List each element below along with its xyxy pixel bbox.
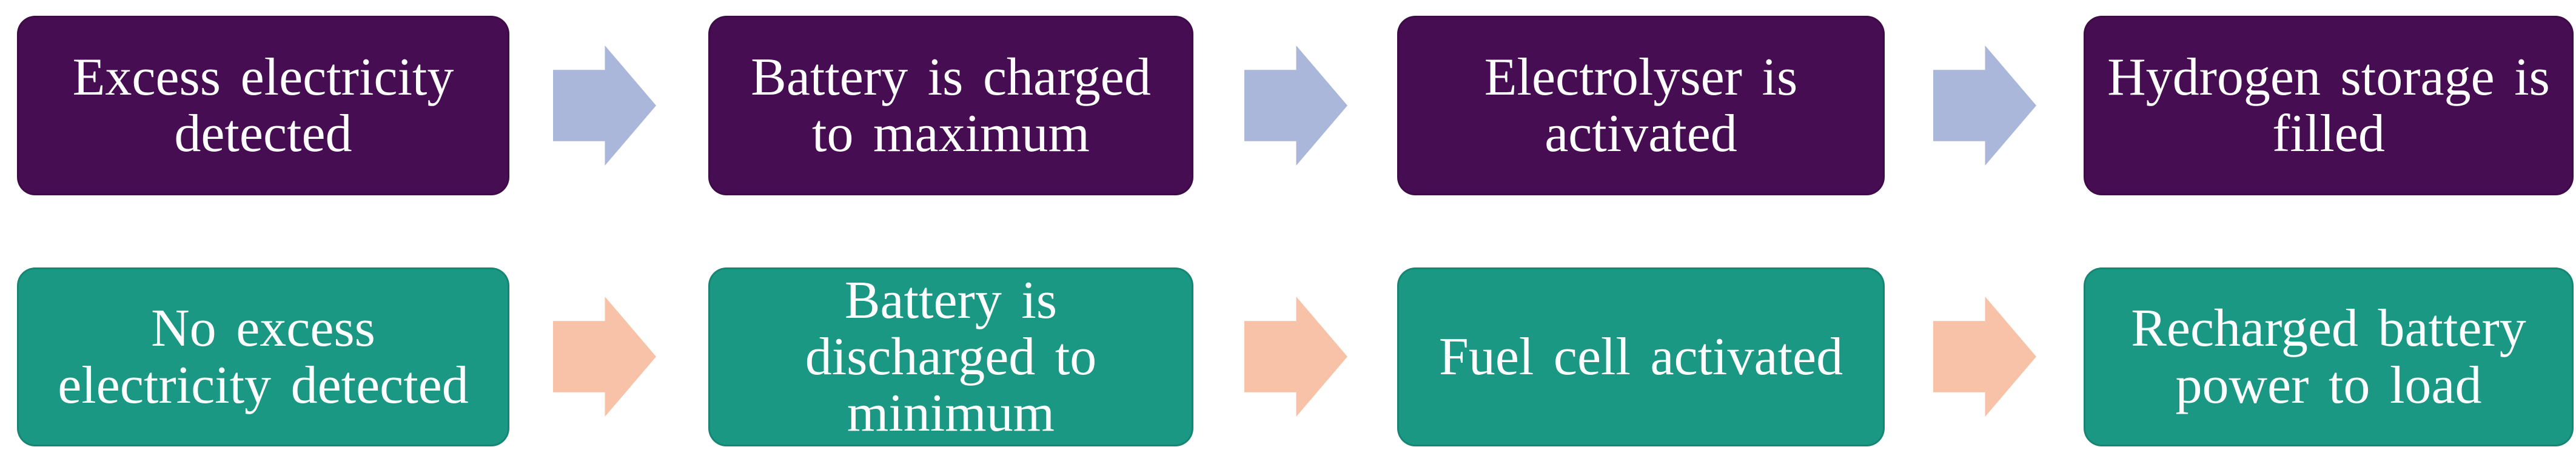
step-label: Fuel cell activated [1438,327,1843,386]
step-label: Recharged battery power to load [2131,299,2526,415]
step-box-battery-discharged-to-minimum: Battery is discharged to minimum [708,267,1193,446]
step-label: Battery is discharged to minimum [805,271,1097,443]
arrow-right-icon [1244,297,1347,417]
arrow-right-icon [553,297,656,417]
step-box-hydrogen-storage-filled: Hydrogen storage is filled [2084,16,2574,195]
step-label: Battery is charged to maximum [751,47,1151,163]
step-label: No excess electricity detected [58,299,469,415]
step-label: Hydrogen storage is filled [2107,47,2550,163]
arrow-right-icon [553,45,656,166]
step-box-excess-electricity-detected: Excess electricity detected [17,16,509,195]
step-box-battery-charged-to-maximum: Battery is charged to maximum [708,16,1193,195]
step-box-no-excess-electricity-detected: No excess electricity detected [17,267,509,446]
arrow-right-icon [1244,45,1347,166]
arrow-right-icon [1933,297,2036,417]
step-label: Excess electricity detected [72,47,454,163]
arrow-right-icon [1933,45,2036,166]
step-box-recharged-battery-power-to-load: Recharged battery power to load [2084,267,2574,446]
step-box-fuel-cell-activated: Fuel cell activated [1397,267,1885,446]
step-box-electrolyser-activated: Electrolyser is activated [1397,16,1885,195]
step-label: Electrolyser is activated [1484,47,1798,163]
